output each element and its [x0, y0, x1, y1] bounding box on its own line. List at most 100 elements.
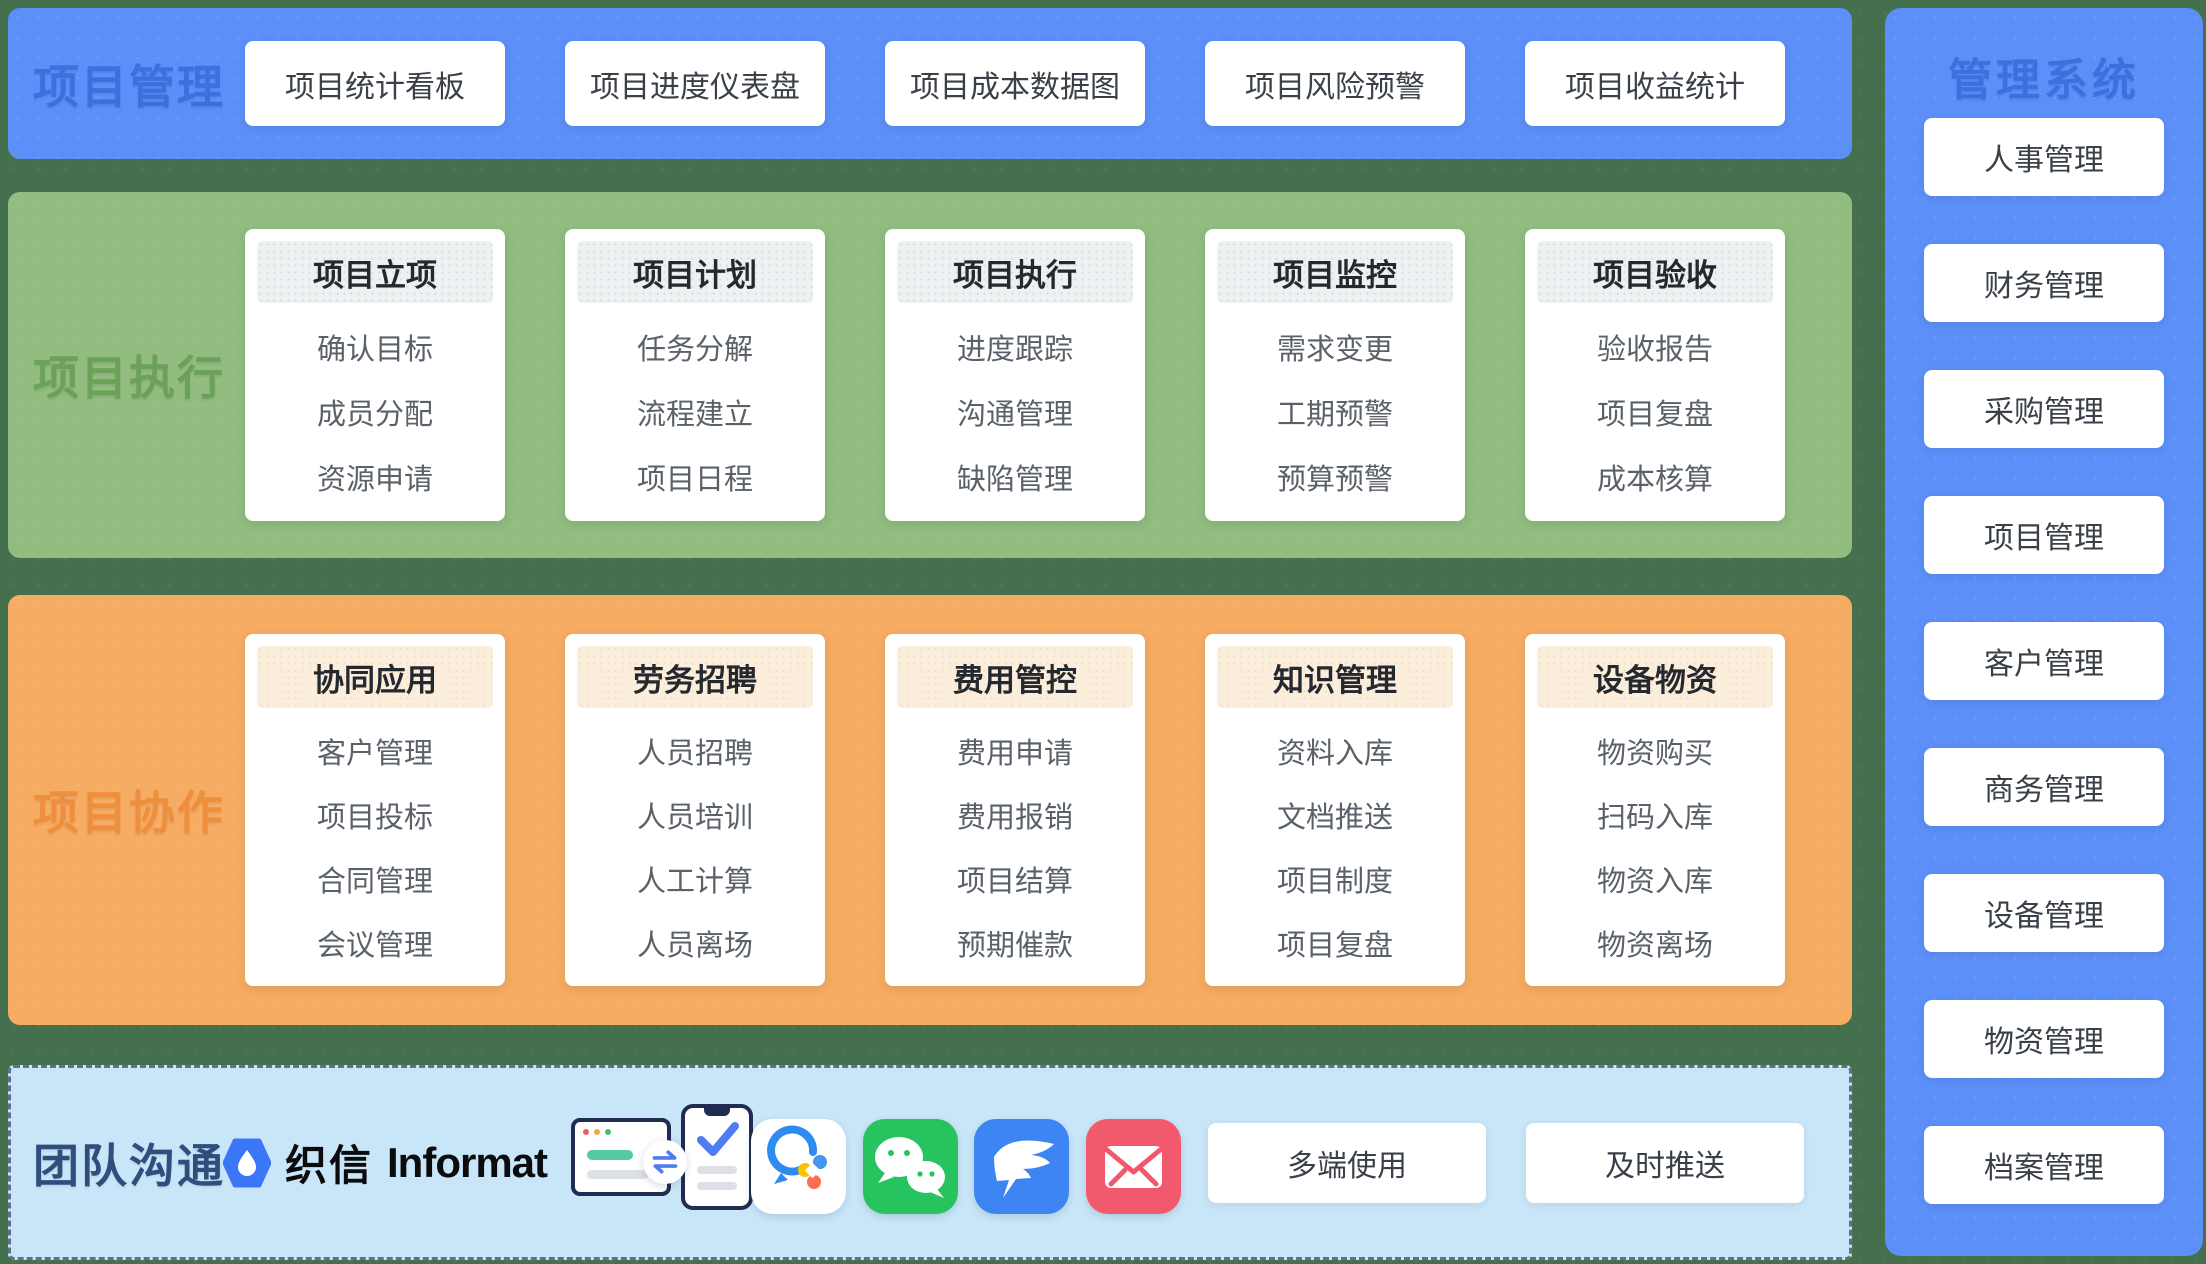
wecom-icon[interactable]: [751, 1119, 846, 1214]
project-collaboration-band: 项目协作 协同应用 客户管理 项目投标 合同管理 会议管理 劳务招聘 人员招聘 …: [8, 595, 1852, 1025]
collaboration-card-labor: 劳务招聘 人员招聘 人员培训 人工计算 人员离场: [565, 634, 825, 986]
card-header: 项目执行: [897, 241, 1133, 303]
card-item: 流程建立: [636, 399, 753, 431]
card-item: 进度跟踪: [956, 334, 1073, 366]
sidebar-item-archives[interactable]: 档案管理: [1924, 1126, 2164, 1204]
card-items: 客户管理 项目投标 合同管理 会议管理: [245, 708, 505, 986]
card-header: 协同应用: [257, 646, 493, 708]
card-item: 项目结算: [956, 866, 1073, 898]
execution-card-execution: 项目执行 进度跟踪 沟通管理 缺陷管理: [885, 229, 1145, 521]
top-band-button-revenue-stats[interactable]: 项目收益统计: [1525, 41, 1785, 126]
top-band-button-stats-board[interactable]: 项目统计看板: [245, 41, 505, 126]
card-items: 验收报告 项目复盘 成本核算: [1525, 303, 1785, 521]
top-band-button-cost-chart[interactable]: 项目成本数据图: [885, 41, 1145, 126]
card-item: 成员分配: [316, 399, 433, 431]
brand-logo: 织信 Informat: [223, 1068, 548, 1257]
card-item: 费用申请: [956, 738, 1073, 770]
card-item: 项目日程: [636, 464, 753, 496]
brand-name-en: Informat: [387, 1138, 548, 1186]
zhixin-logo-icon: [223, 1138, 271, 1187]
sidebar-item-hr[interactable]: 人事管理: [1924, 118, 2164, 196]
collaboration-card-expense: 费用管控 费用申请 费用报销 项目结算 预期催款: [885, 634, 1145, 986]
card-item: 人员培训: [636, 802, 753, 834]
card-item: 预期催款: [956, 930, 1073, 962]
card-items: 费用申请 费用报销 项目结算 预期催款: [885, 708, 1145, 986]
execution-card-initiation: 项目立项 确认目标 成员分配 资源申请: [245, 229, 505, 521]
sidebar-title: 管理系统: [1948, 56, 2140, 105]
card-item: 需求变更: [1276, 334, 1393, 366]
card-items: 物资购买 扫码入库 物资入库 物资离场: [1525, 708, 1785, 986]
card-header: 劳务招聘: [577, 646, 813, 708]
card-items: 需求变更 工期预警 预算预警: [1205, 303, 1465, 521]
card-items: 确认目标 成员分配 资源申请: [245, 303, 505, 521]
sidebar-item-customer[interactable]: 客户管理: [1924, 622, 2164, 700]
card-header: 知识管理: [1217, 646, 1453, 708]
checkmark-icon: [697, 1122, 739, 1156]
card-items: 资料入库 文档推送 项目制度 项目复盘: [1205, 708, 1465, 986]
card-item: 项目复盘: [1596, 399, 1713, 431]
brand-name-cn: 织信: [285, 1142, 374, 1189]
card-header: 项目监控: [1217, 241, 1453, 303]
card-item: 项目复盘: [1276, 930, 1393, 962]
window-dot-yellow: [594, 1129, 600, 1135]
mail-icon[interactable]: [1086, 1119, 1181, 1214]
project-execution-band: 项目执行 项目立项 确认目标 成员分配 资源申请 项目计划 任务分解 流程建立 …: [8, 192, 1852, 558]
wechat-icon[interactable]: [863, 1119, 958, 1214]
instant-push-button[interactable]: 及时推送: [1526, 1123, 1804, 1203]
band-label-project-management: 项目管理: [33, 60, 225, 113]
device-sync-illustration: [563, 1100, 763, 1225]
collaboration-card-knowledge: 知识管理 资料入库 文档推送 项目制度 项目复盘: [1205, 634, 1465, 986]
card-item: 会议管理: [316, 930, 433, 962]
band-label-team-communication: 团队沟通: [33, 1139, 225, 1192]
execution-card-monitoring: 项目监控 需求变更 工期预警 预算预警: [1205, 229, 1465, 521]
card-item: 合同管理: [316, 866, 433, 898]
card-item: 资料入库: [1276, 738, 1393, 770]
card-item: 文档推送: [1276, 802, 1393, 834]
card-item: 人员招聘: [636, 738, 753, 770]
sync-arrows-icon: [643, 1140, 687, 1184]
phone-graphic: [681, 1104, 753, 1210]
content-bar-gray: [697, 1182, 737, 1190]
card-items: 任务分解 流程建立 项目日程: [565, 303, 825, 521]
card-items: 进度跟踪 沟通管理 缺陷管理: [885, 303, 1145, 521]
card-item: 客户管理: [316, 738, 433, 770]
card-item: 人员离场: [636, 930, 753, 962]
card-header: 项目立项: [257, 241, 493, 303]
card-item: 确认目标: [316, 334, 433, 366]
card-items: 人员招聘 人员培训 人工计算 人员离场: [565, 708, 825, 986]
multi-device-button[interactable]: 多端使用: [1208, 1123, 1486, 1203]
window-dot-red: [583, 1129, 589, 1135]
card-header: 项目计划: [577, 241, 813, 303]
dingtalk-icon[interactable]: [974, 1119, 1069, 1214]
content-bar-gray: [697, 1166, 737, 1174]
card-item: 资源申请: [316, 464, 433, 496]
card-item: 物资入库: [1596, 866, 1713, 898]
card-item: 验收报告: [1596, 334, 1713, 366]
content-bar-teal: [587, 1150, 633, 1160]
card-item: 项目投标: [316, 802, 433, 834]
card-header: 费用管控: [897, 646, 1133, 708]
sidebar-item-procurement[interactable]: 采购管理: [1924, 370, 2164, 448]
top-band-button-progress-dashboard[interactable]: 项目进度仪表盘: [565, 41, 825, 126]
sidebar-item-materials[interactable]: 物资管理: [1924, 1000, 2164, 1078]
card-item: 任务分解: [636, 334, 753, 366]
phone-notch: [704, 1107, 730, 1116]
card-header: 项目验收: [1537, 241, 1773, 303]
sidebar-item-finance[interactable]: 财务管理: [1924, 244, 2164, 322]
top-band-button-risk-warning[interactable]: 项目风险预警: [1205, 41, 1465, 126]
card-header: 设备物资: [1537, 646, 1773, 708]
collaboration-card-equipment: 设备物资 物资购买 扫码入库 物资入库 物资离场: [1525, 634, 1785, 986]
card-item: 费用报销: [956, 802, 1073, 834]
card-item: 缺陷管理: [956, 464, 1073, 496]
sidebar-item-business[interactable]: 商务管理: [1924, 748, 2164, 826]
sidebar-item-equipment[interactable]: 设备管理: [1924, 874, 2164, 952]
execution-card-acceptance: 项目验收 验收报告 项目复盘 成本核算: [1525, 229, 1785, 521]
content-bar-gray: [587, 1170, 649, 1179]
sidebar-item-project[interactable]: 项目管理: [1924, 496, 2164, 574]
window-dot-green: [605, 1129, 611, 1135]
management-system-panel: 管理系统 人事管理 财务管理 采购管理 项目管理 客户管理 商务管理 设备管理 …: [1885, 8, 2203, 1256]
card-item: 项目制度: [1276, 866, 1393, 898]
execution-card-planning: 项目计划 任务分解 流程建立 项目日程: [565, 229, 825, 521]
collaboration-card-apps: 协同应用 客户管理 项目投标 合同管理 会议管理: [245, 634, 505, 986]
project-management-band: 项目管理 项目统计看板 项目进度仪表盘 项目成本数据图 项目风险预警 项目收益统…: [8, 8, 1852, 159]
